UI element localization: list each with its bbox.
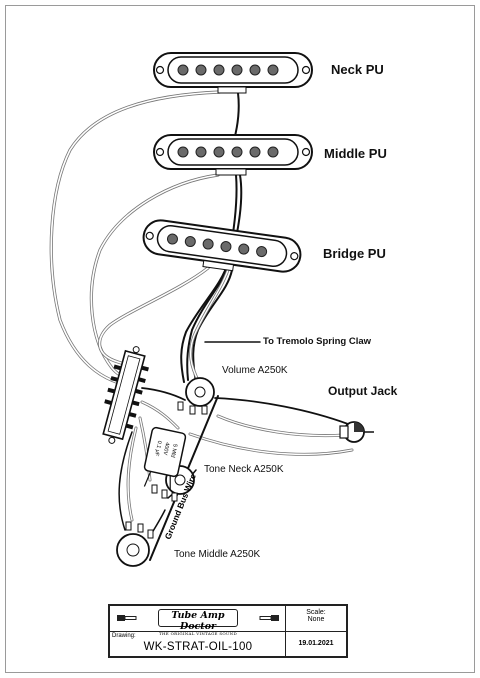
- volume-pot: [177, 377, 215, 415]
- output-jack-label: Output Jack: [328, 384, 398, 398]
- scale-value: None: [307, 616, 325, 623]
- neck-pu-label: Neck PU: [331, 62, 384, 77]
- drawing-cell: Drawing: WK-STRAT-OIL-100: [110, 632, 286, 656]
- five-way-switch: [102, 346, 149, 444]
- middle-pu-black-wire: [186, 174, 243, 381]
- middle-pu-label: Middle PU: [324, 146, 387, 161]
- capacitor-line-3: 5 Mfd: [169, 443, 178, 458]
- drawing-label: Drawing:: [112, 633, 136, 639]
- tone-middle-pot-label: Tone Middle A250K: [174, 549, 261, 560]
- jack-plug-right-icon: [259, 615, 279, 621]
- output-jack-hot-wire: [214, 397, 349, 425]
- capacitor-line-1: 0.1 µF: [153, 440, 162, 457]
- scale-cell: Scale: None: [286, 606, 346, 632]
- middle-pickup: [153, 134, 313, 176]
- tone-capacitor: 0.1 µF 400V 5 Mfd: [143, 426, 187, 490]
- tone-middle-pot: [116, 521, 154, 567]
- bridge-pickup: [142, 219, 302, 273]
- tremolo-label: To Tremolo Spring Claw: [263, 336, 372, 347]
- output-jack: [339, 421, 374, 443]
- tone-neck-pot-label: Tone Neck A250K: [204, 464, 284, 475]
- neck-pu-black-wire: [233, 92, 240, 141]
- brand-logo-text: Tube Amp Doctor: [171, 610, 225, 632]
- volume-pot-label: Volume A250K: [222, 365, 288, 376]
- drawing-number: WK-STRAT-OIL-100: [143, 641, 253, 653]
- neck-pickup: [153, 52, 313, 94]
- brand-logo-subtext: THE ORIGINAL VINTAGE SOUND: [159, 631, 237, 636]
- scale-label: Scale:: [306, 609, 326, 616]
- drawing-frame: [5, 5, 475, 673]
- jack-plug-left-icon: [117, 615, 137, 621]
- title-block-logo-cell: Tube Amp Doctor THE ORIGINAL VINTAGE SOU…: [110, 606, 286, 636]
- middle-pu-white-wire: [89, 173, 220, 380]
- capacitor-line-2: 400V: [161, 442, 170, 456]
- drawing-date: 19.01.2021: [298, 640, 334, 647]
- title-block: Tube Amp Doctor THE ORIGINAL VINTAGE SOU…: [108, 604, 348, 658]
- brand-logo: Tube Amp Doctor THE ORIGINAL VINTAGE SOU…: [158, 609, 238, 636]
- bridge-pu-label: Bridge PU: [323, 246, 386, 261]
